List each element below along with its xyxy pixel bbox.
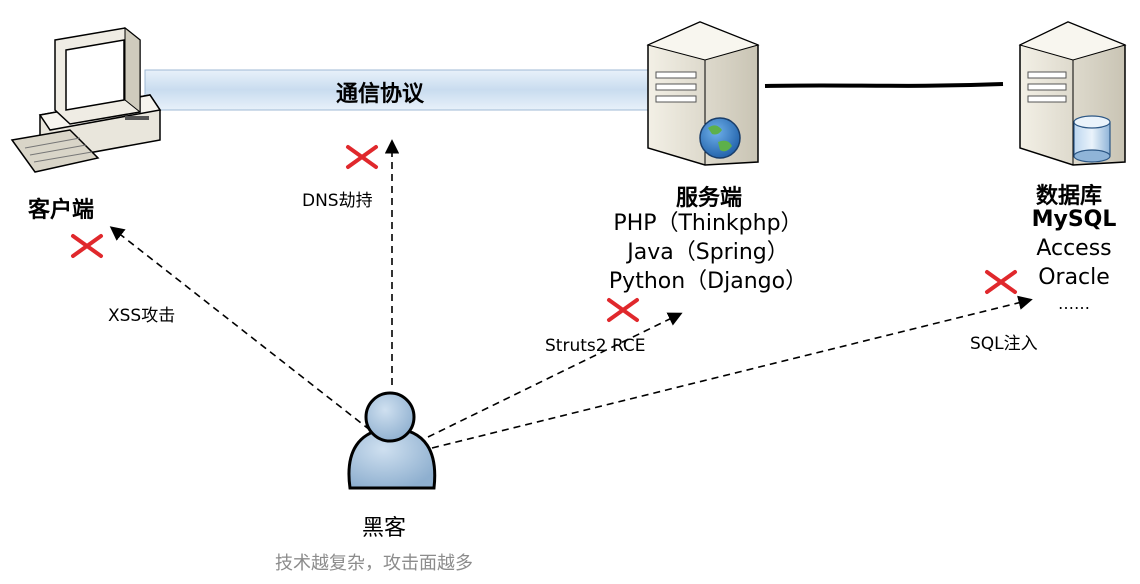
protocol-label: 通信协议 [336,82,425,107]
sql-attack-label: SQL注入 [970,334,1038,354]
struts-blocked-mark [607,298,639,322]
database-item-mysql: MySQL [1031,207,1117,232]
database-title: 数据库 [1036,184,1103,209]
sql-blocked-mark [985,270,1017,294]
dns-blocked-mark [346,145,378,169]
server-item-python: Python（Django） [608,269,808,294]
database-item-access: Access [1036,236,1112,261]
client-computer-icon [10,26,162,173]
client-title: 客户端 [28,198,95,223]
database-cylinder-icon [1073,115,1111,163]
struts-attack-arrow [427,312,683,438]
sql-attack-arrow [431,295,1033,449]
xss-attack-label: XSS攻击 [108,306,176,326]
xss-blocked-mark [71,234,103,258]
hacker-caption: 技术越复杂，攻击面越多 [275,553,473,574]
xss-attack-arrow [109,226,371,431]
server-item-php: PHP（Thinkphp） [613,211,803,236]
globe-icon [699,117,741,159]
server-title: 服务端 [676,186,743,211]
protocol-channel [144,69,661,111]
database-list: MySQL Access Oracle …… [1024,205,1124,316]
hacker-title: 黑客 [362,516,407,541]
database-item-more: …… [1058,294,1090,313]
server-framework-list: PHP（Thinkphp） Java（Spring） Python（Django… [600,209,816,296]
server-item-java: Java（Spring） [627,240,789,265]
struts-attack-label: Struts2 RCE [545,336,646,356]
dns-attack-label: DNS劫持 [302,191,373,211]
server-db-link [764,82,1004,88]
database-item-oracle: Oracle [1038,265,1110,290]
hacker-icon [347,391,437,490]
